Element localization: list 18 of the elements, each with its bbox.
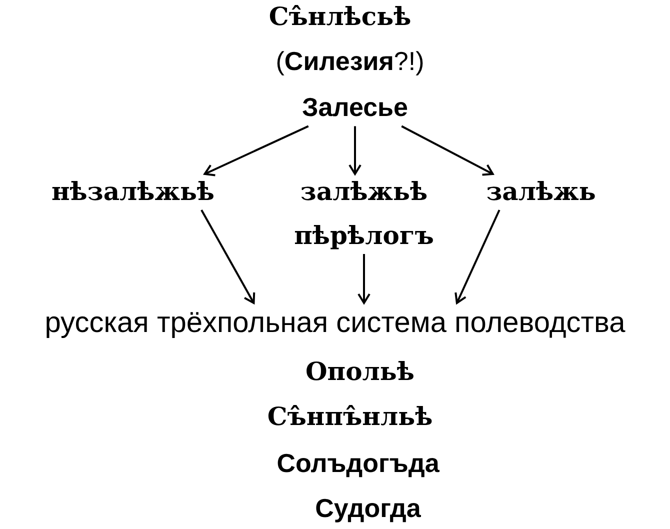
term-text: Судогда	[315, 493, 421, 524]
term-text: пѣрѣлогъ	[294, 221, 434, 251]
term-text: нѣзалѣжьѣ	[51, 177, 215, 207]
term-text: Съ̂нлѣсьѣ	[268, 2, 412, 32]
term-text: Съ̂нпъ̂нльѣ	[267, 402, 433, 432]
arrow	[454, 210, 500, 304]
term-text: залѣжьѣ	[300, 177, 428, 207]
term-text: Залесье	[302, 92, 408, 124]
arrow	[204, 125, 309, 176]
term-text: залѣжь	[486, 177, 596, 207]
arrow	[200, 210, 256, 304]
term-text: Солъдогъда	[276, 448, 440, 480]
term-text: Опольѣ	[306, 357, 414, 387]
arrow	[401, 125, 494, 176]
arrow	[358, 254, 370, 304]
term-text: (Силезия?!)	[276, 46, 424, 78]
term-text: русская трёхпольная система полеводства	[44, 306, 626, 341]
arrow	[348, 126, 362, 175]
